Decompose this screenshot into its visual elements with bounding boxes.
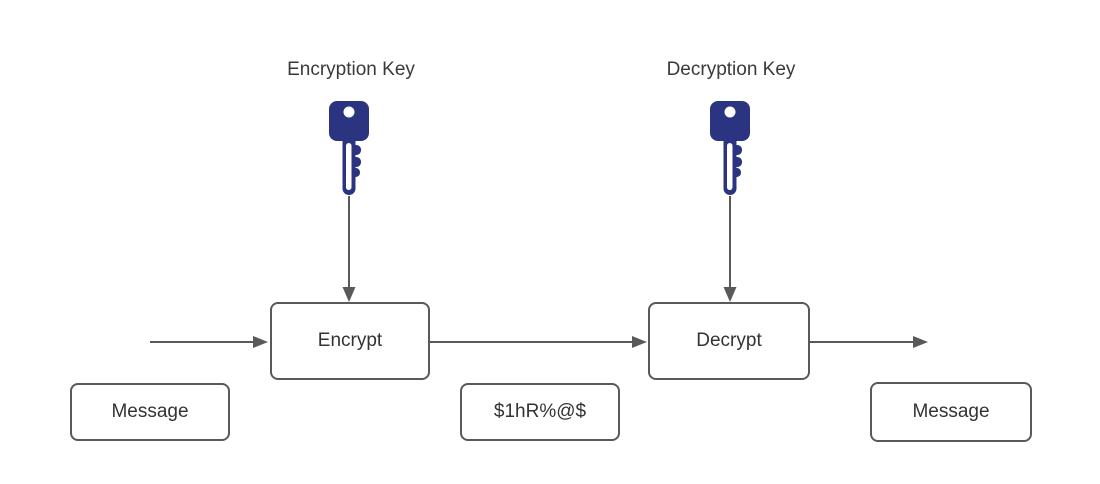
key-icon <box>710 101 750 195</box>
node-ciphertext: $1hR%@$ <box>460 383 620 441</box>
arrowhead-output-icon <box>913 336 928 348</box>
encryption-key-label: Encryption Key <box>287 59 415 80</box>
node-encrypt: Encrypt <box>270 302 430 380</box>
arrowhead-decryption-key-icon <box>723 287 737 302</box>
node-decrypt: Decrypt <box>648 302 810 380</box>
node-message-output: Message <box>870 382 1032 442</box>
arrowhead-encryption-key-icon <box>342 287 356 302</box>
arrowhead-input-icon <box>253 336 268 348</box>
decryption-key-label: Decryption Key <box>666 59 796 80</box>
arrowhead-encrypt-to-decrypt-icon <box>632 336 647 348</box>
node-message-input: Message <box>70 383 230 441</box>
key-icon <box>329 101 369 195</box>
